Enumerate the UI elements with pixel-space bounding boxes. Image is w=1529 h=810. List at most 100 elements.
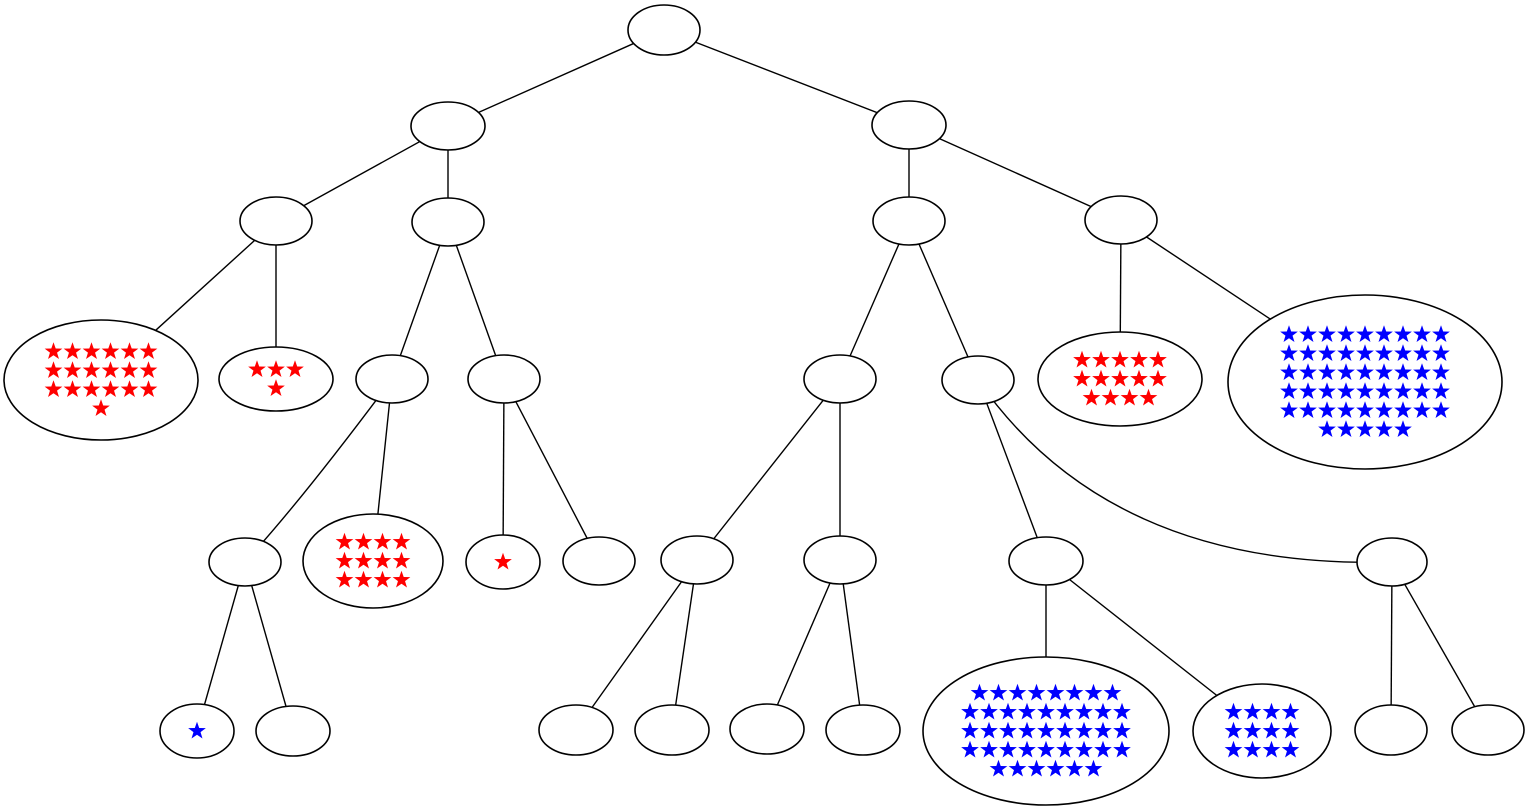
blue-star-group-n29 — [961, 683, 1131, 777]
star-icon — [961, 702, 979, 720]
star-icon — [1113, 740, 1131, 758]
star-icon — [1149, 369, 1167, 387]
star-icon — [1299, 382, 1317, 400]
star-icon — [1280, 325, 1298, 343]
edge-n4-n9 — [391, 221, 449, 380]
tree-node-n14 — [1227, 294, 1503, 470]
tree-node-n7 — [3, 319, 199, 441]
star-icon — [120, 361, 139, 379]
star-icon — [494, 552, 512, 570]
star-icon — [120, 380, 139, 398]
star-icon — [1394, 363, 1412, 381]
star-icon — [188, 721, 206, 739]
edge-n19-n25 — [575, 559, 698, 731]
tree-node-n30 — [1192, 683, 1332, 779]
star-icon — [1084, 759, 1103, 777]
star-icon — [82, 380, 101, 398]
star-icon — [1432, 363, 1450, 381]
star-icon — [101, 361, 120, 379]
star-icon — [1337, 344, 1355, 362]
star-icon — [1065, 683, 1084, 701]
tree-node-root — [627, 4, 701, 56]
tree-node-n1 — [410, 101, 486, 151]
tree-node-n15 — [208, 537, 282, 587]
star-icon — [1375, 401, 1393, 419]
star-icon — [1356, 325, 1374, 343]
star-icon — [1027, 759, 1046, 777]
tree-node-n22 — [1356, 537, 1428, 587]
star-icon — [1092, 350, 1110, 368]
star-icon — [1224, 721, 1243, 739]
star-icon — [1356, 363, 1374, 381]
blue-star-group-n23 — [188, 721, 206, 739]
tree-node-n11 — [803, 354, 877, 404]
star-icon — [961, 740, 979, 758]
star-icon — [1375, 420, 1393, 438]
tree-node-n20 — [803, 535, 877, 585]
star-icon — [354, 570, 373, 588]
star-icon — [1037, 702, 1055, 720]
edge-n2-n6 — [908, 124, 1122, 221]
star-icon — [1082, 388, 1101, 406]
tree-node-n18 — [562, 536, 636, 586]
tree-node-n16 — [302, 513, 444, 609]
star-icon — [44, 342, 63, 360]
edge-n10-n17 — [502, 378, 505, 563]
star-icon — [1299, 344, 1317, 362]
star-icon — [1046, 683, 1065, 701]
star-icon — [1432, 344, 1450, 362]
star-icon — [82, 361, 101, 379]
star-icon — [1262, 702, 1281, 720]
star-icon — [1037, 740, 1055, 758]
star-icon — [1094, 702, 1112, 720]
edge-n5-n12 — [908, 220, 979, 381]
star-icon — [1008, 683, 1027, 701]
star-icon — [1008, 759, 1027, 777]
star-icon — [999, 721, 1017, 739]
star-icon — [1018, 702, 1036, 720]
star-icon — [1356, 420, 1374, 438]
star-icon — [1075, 740, 1093, 758]
star-icon — [1375, 344, 1393, 362]
star-icon — [286, 360, 304, 378]
star-icon — [989, 759, 1008, 777]
star-icon — [1280, 401, 1298, 419]
star-icon — [1111, 350, 1129, 368]
star-icon — [101, 380, 120, 398]
star-icon — [120, 342, 139, 360]
star-icon — [1120, 388, 1139, 406]
star-icon — [267, 360, 285, 378]
star-icon — [139, 380, 158, 398]
star-icon — [373, 570, 392, 588]
star-icon — [1149, 350, 1167, 368]
star-icon — [354, 532, 373, 550]
star-icon — [970, 683, 989, 701]
star-icon — [1262, 721, 1281, 739]
star-icon — [335, 551, 354, 569]
edge-root-n1 — [447, 29, 665, 127]
star-icon — [1432, 382, 1450, 400]
star-icon — [1065, 759, 1084, 777]
edge-n15-n24 — [244, 561, 294, 732]
star-icon — [1281, 702, 1300, 720]
edge-n22-n31 — [1390, 561, 1393, 731]
star-icon — [354, 551, 373, 569]
star-icon — [1075, 702, 1093, 720]
tree-node-n25 — [538, 704, 614, 756]
star-icon — [1413, 344, 1431, 362]
star-icon — [1073, 350, 1091, 368]
star-icon — [335, 532, 354, 550]
edge-n4-n10 — [447, 221, 505, 380]
star-icon — [1299, 401, 1317, 419]
star-icon — [1046, 759, 1065, 777]
star-icon — [1243, 740, 1262, 758]
red-star-group-n13 — [1073, 350, 1167, 406]
star-icon — [101, 342, 120, 360]
tree-node-n28 — [825, 704, 901, 756]
star-icon — [139, 361, 158, 379]
star-icon — [82, 342, 101, 360]
star-icon — [1318, 363, 1336, 381]
tree-node-n24 — [255, 705, 331, 757]
star-icon — [392, 551, 411, 569]
star-icon — [1130, 369, 1148, 387]
